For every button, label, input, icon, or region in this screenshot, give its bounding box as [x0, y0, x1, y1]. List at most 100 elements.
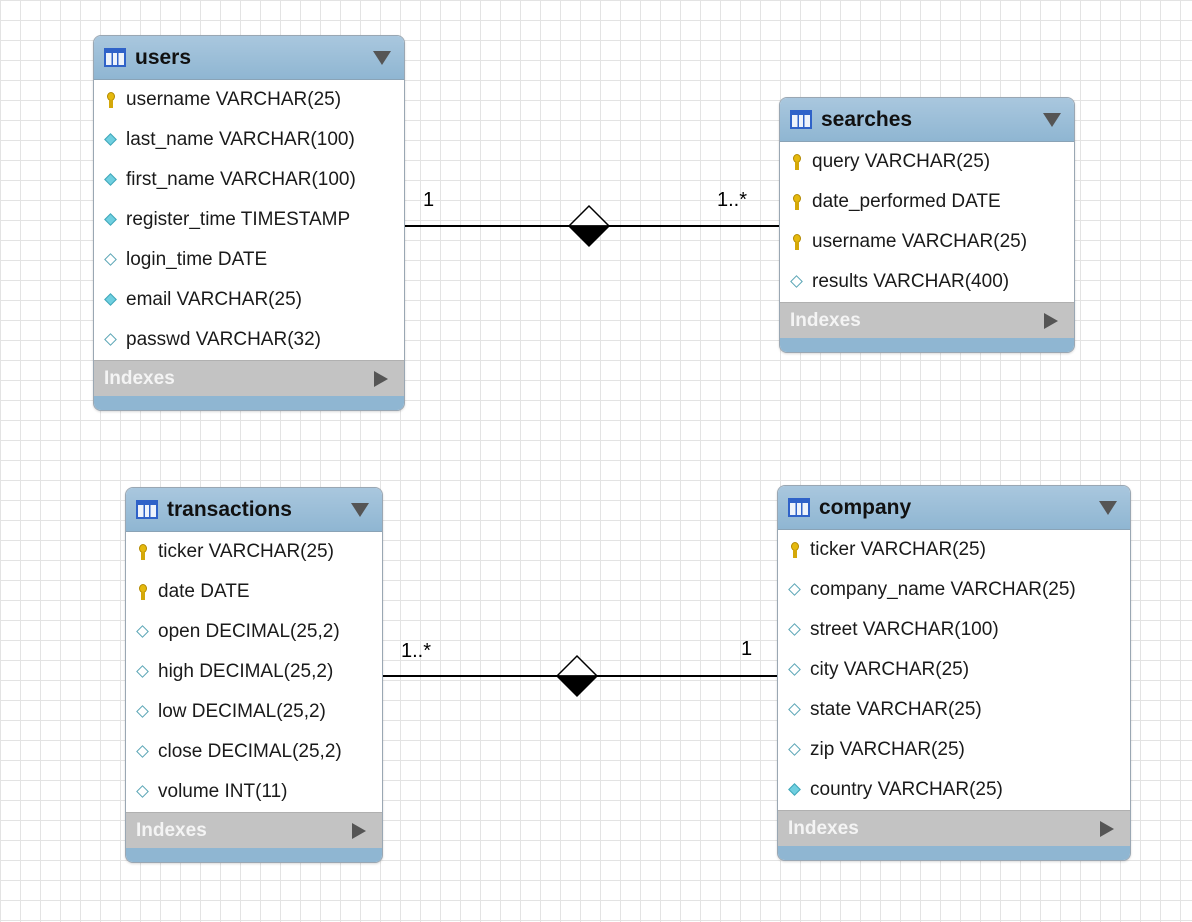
nullable-column-icon: [788, 621, 802, 639]
column-row[interactable]: register_time TIMESTAMP: [94, 200, 404, 240]
column-row[interactable]: username VARCHAR(25): [94, 80, 404, 120]
primary-key-icon: [790, 153, 804, 171]
relationship-diamond-transactions-company-top[interactable]: [555, 654, 599, 677]
indexes-section[interactable]: Indexes: [778, 810, 1130, 846]
nullable-column-icon: [788, 701, 802, 719]
column-row[interactable]: volume INT(11): [126, 772, 382, 812]
nullable-column-icon: [788, 581, 802, 599]
expand-triangle-icon[interactable]: [1100, 820, 1114, 837]
expand-triangle-icon[interactable]: [352, 822, 366, 839]
column-label: low DECIMAL(25,2): [158, 701, 326, 722]
column-row[interactable]: passwd VARCHAR(32): [94, 320, 404, 360]
table-header[interactable]: users: [94, 36, 404, 80]
table-title: company: [819, 495, 912, 519]
expand-triangle-icon[interactable]: [1044, 312, 1058, 329]
column-row[interactable]: query VARCHAR(25): [780, 142, 1074, 182]
column-label: passwd VARCHAR(32): [126, 329, 321, 350]
column-label: first_name VARCHAR(100): [126, 169, 356, 190]
column-row[interactable]: date_performed DATE: [780, 182, 1074, 222]
primary-key-icon: [136, 543, 150, 561]
table-header[interactable]: transactions: [126, 488, 382, 532]
nullable-column-icon: [104, 251, 118, 269]
column-label: close DECIMAL(25,2): [158, 741, 342, 762]
column-row[interactable]: last_name VARCHAR(100): [94, 120, 404, 160]
indexes-label: Indexes: [788, 817, 859, 839]
column-row[interactable]: company_name VARCHAR(25): [778, 570, 1130, 610]
column-label: date DATE: [158, 581, 250, 602]
column-label: ticker VARCHAR(25): [158, 541, 334, 562]
nullable-column-icon: [136, 703, 150, 721]
table-header[interactable]: searches: [780, 98, 1074, 142]
column-label: street VARCHAR(100): [810, 619, 999, 640]
primary-key-icon: [788, 541, 802, 559]
relationship-diamond-users-searches-top[interactable]: [567, 204, 611, 227]
collapse-triangle-icon[interactable]: [1099, 500, 1117, 515]
column-row[interactable]: low DECIMAL(25,2): [126, 692, 382, 732]
column-row[interactable]: state VARCHAR(25): [778, 690, 1130, 730]
primary-key-icon: [104, 91, 118, 109]
table-header[interactable]: company: [778, 486, 1130, 530]
indexes-label: Indexes: [790, 309, 861, 331]
indexes-section[interactable]: Indexes: [94, 360, 404, 396]
table-transactions[interactable]: transactions ticker VARCHAR(25) date DAT…: [125, 487, 383, 863]
nullable-column-icon: [104, 331, 118, 349]
table-icon: [790, 110, 812, 129]
column-label: username VARCHAR(25): [812, 231, 1028, 252]
table-users[interactable]: users username VARCHAR(25) last_name VAR…: [93, 35, 405, 411]
column-row[interactable]: city VARCHAR(25): [778, 650, 1130, 690]
column-label: register_time TIMESTAMP: [126, 209, 351, 230]
table-icon: [104, 48, 126, 67]
column-row[interactable]: ticker VARCHAR(25): [126, 532, 382, 572]
not-null-column-icon: [104, 211, 118, 229]
column-label: email VARCHAR(25): [126, 289, 302, 310]
primary-key-icon: [790, 233, 804, 251]
indexes-label: Indexes: [104, 367, 175, 389]
relationship-diamond-users-searches-bottom[interactable]: [567, 225, 611, 248]
collapse-triangle-icon[interactable]: [373, 50, 391, 65]
column-label: high DECIMAL(25,2): [158, 661, 334, 682]
table-searches[interactable]: searches query VARCHAR(25) date_performe…: [779, 97, 1075, 353]
table-footer: [126, 848, 382, 862]
cardinality-users-side: 1: [423, 189, 435, 211]
column-row[interactable]: high DECIMAL(25,2): [126, 652, 382, 692]
table-icon: [788, 498, 810, 517]
relationship-diamond-transactions-company-bottom[interactable]: [555, 675, 599, 698]
nullable-column-icon: [136, 743, 150, 761]
table-title: transactions: [167, 497, 292, 521]
nullable-column-icon: [136, 623, 150, 641]
not-null-column-icon: [788, 781, 802, 799]
nullable-column-icon: [788, 741, 802, 759]
column-row[interactable]: login_time DATE: [94, 240, 404, 280]
nullable-column-icon: [136, 663, 150, 681]
column-row[interactable]: close DECIMAL(25,2): [126, 732, 382, 772]
column-row[interactable]: username VARCHAR(25): [780, 222, 1074, 262]
table-footer: [94, 396, 404, 410]
column-row[interactable]: country VARCHAR(25): [778, 770, 1130, 810]
nullable-column-icon: [136, 783, 150, 801]
column-label: last_name VARCHAR(100): [126, 129, 355, 150]
column-row[interactable]: street VARCHAR(100): [778, 610, 1130, 650]
expand-triangle-icon[interactable]: [374, 370, 388, 387]
collapse-triangle-icon[interactable]: [1043, 112, 1061, 127]
column-label: country VARCHAR(25): [810, 779, 1003, 800]
primary-key-icon: [136, 583, 150, 601]
column-row[interactable]: ticker VARCHAR(25): [778, 530, 1130, 570]
indexes-section[interactable]: Indexes: [780, 302, 1074, 338]
column-row[interactable]: email VARCHAR(25): [94, 280, 404, 320]
column-label: company_name VARCHAR(25): [810, 579, 1076, 600]
column-label: state VARCHAR(25): [810, 699, 982, 720]
column-label: city VARCHAR(25): [810, 659, 970, 680]
cardinality-company-side: 1: [741, 638, 753, 660]
column-row[interactable]: results VARCHAR(400): [780, 262, 1074, 302]
table-company[interactable]: company ticker VARCHAR(25) company_name …: [777, 485, 1131, 861]
indexes-section[interactable]: Indexes: [126, 812, 382, 848]
column-row[interactable]: zip VARCHAR(25): [778, 730, 1130, 770]
column-row[interactable]: first_name VARCHAR(100): [94, 160, 404, 200]
column-row[interactable]: open DECIMAL(25,2): [126, 612, 382, 652]
column-row[interactable]: date DATE: [126, 572, 382, 612]
collapse-triangle-icon[interactable]: [351, 502, 369, 517]
not-null-column-icon: [104, 131, 118, 149]
primary-key-icon: [790, 193, 804, 211]
column-label: results VARCHAR(400): [812, 271, 1010, 292]
